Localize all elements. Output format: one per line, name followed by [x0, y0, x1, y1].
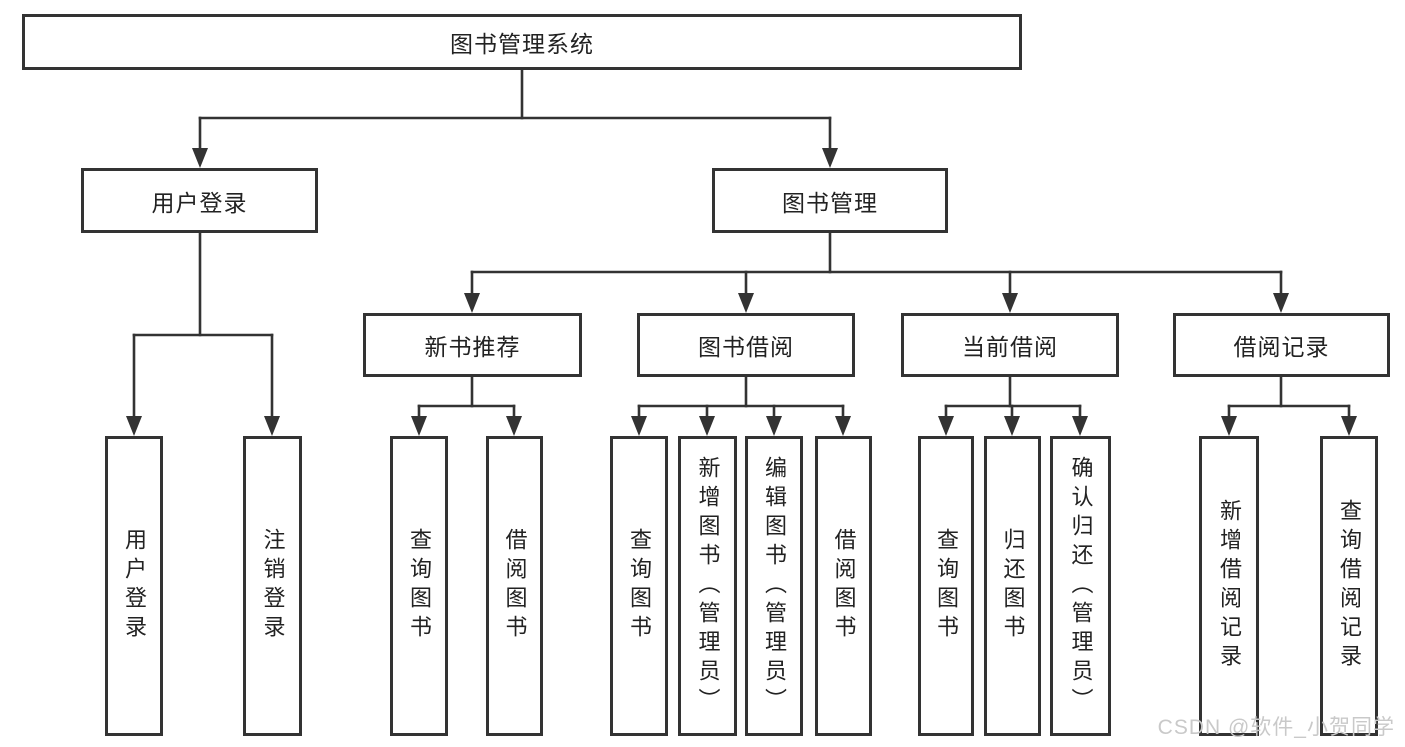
node-user-login: 用户登录	[81, 168, 318, 233]
arrowhead-down-icon	[1221, 416, 1237, 436]
arrowhead-down-icon	[506, 416, 522, 436]
node-current-borrow: 当前借阅	[901, 313, 1119, 377]
node-borrow-records: 借阅记录	[1173, 313, 1390, 377]
arrowhead-down-icon	[411, 416, 427, 436]
leaf-query-borrow-record: 查询借阅记录	[1320, 436, 1378, 736]
leaf-user-login: 用户登录	[105, 436, 163, 736]
arrowhead-down-icon	[126, 416, 142, 436]
csdn-watermark: CSDN @软件_小贺同学	[1157, 716, 1395, 739]
connectors	[126, 68, 1357, 436]
arrowhead-down-icon	[1273, 293, 1289, 313]
node-book-management: 图书管理	[712, 168, 948, 233]
arrowhead-down-icon	[1004, 416, 1020, 436]
leaf-confirm-return-admin: 确认归还（管理员）	[1050, 436, 1111, 736]
arrowhead-down-icon	[822, 148, 838, 168]
arrowhead-down-icon	[938, 416, 954, 436]
node-book-borrow: 图书借阅	[637, 313, 855, 377]
leaf-borrow-book: 借阅图书	[486, 436, 543, 736]
arrowhead-down-icon	[699, 416, 715, 436]
arrowhead-down-icon	[738, 293, 754, 313]
arrowhead-down-icon	[1072, 416, 1088, 436]
arrowhead-down-icon	[264, 416, 280, 436]
arrowhead-down-icon	[766, 416, 782, 436]
arrowhead-down-icon	[464, 293, 480, 313]
leaf-query-books: 查询图书	[610, 436, 668, 736]
arrowhead-down-icon	[835, 416, 851, 436]
leaf-logout: 注销登录	[243, 436, 302, 736]
leaf-borrow-book: 借阅图书	[815, 436, 872, 736]
arrowhead-down-icon	[1002, 293, 1018, 313]
node-new-book-recommend: 新书推荐	[363, 313, 582, 377]
leaf-edit-book-admin: 编辑图书（管理员）	[745, 436, 803, 736]
leaf-query-books: 查询图书	[390, 436, 448, 736]
leaf-add-book-admin: 新增图书（管理员）	[678, 436, 737, 736]
leaf-query-books: 查询图书	[918, 436, 974, 736]
arrowhead-down-icon	[1341, 416, 1357, 436]
leaf-add-borrow-record: 新增借阅记录	[1199, 436, 1259, 736]
leaf-return-book: 归还图书	[984, 436, 1041, 736]
node-library-system: 图书管理系统	[22, 14, 1022, 70]
arrowhead-down-icon	[631, 416, 647, 436]
arrowhead-down-icon	[192, 148, 208, 168]
